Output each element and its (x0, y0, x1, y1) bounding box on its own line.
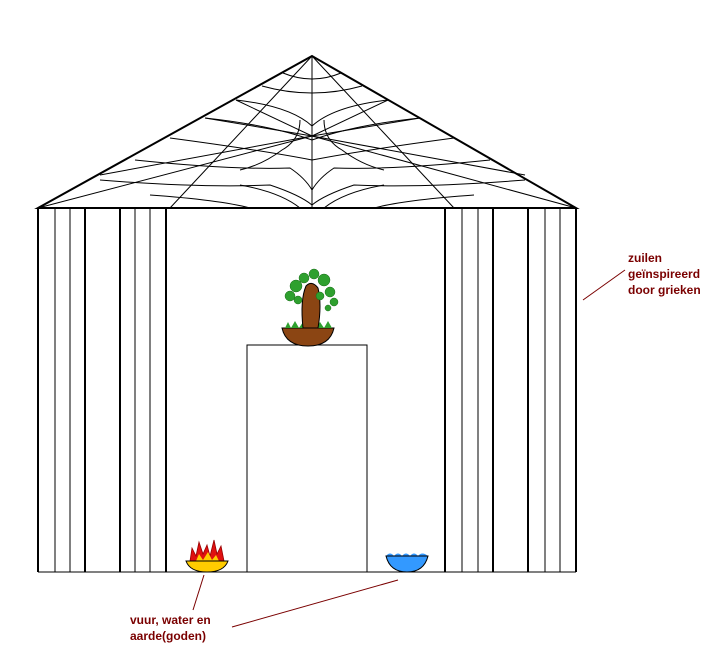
bonsai-pot (281, 327, 335, 347)
columns-pointer-line (582, 269, 626, 301)
water-bowl (385, 553, 429, 573)
fire-bowl (185, 539, 229, 573)
water-pointer-line (231, 579, 399, 628)
roof-pediment (34, 54, 580, 209)
columns-annotation-line3: door grieken (628, 283, 701, 297)
right-columns (444, 208, 577, 572)
fire-pointer-line (192, 574, 205, 611)
fire-glow (196, 552, 219, 561)
fire-bowl-dish (185, 560, 229, 573)
water-surface (386, 553, 428, 556)
columns-annotation: zuilen geïnspireerd door grieken (628, 250, 701, 298)
left-columns (37, 208, 167, 572)
elements-annotation-line2: aarde(goden) (130, 629, 207, 643)
bonsai-tree (281, 268, 339, 347)
water-bowl-dish (385, 555, 429, 573)
bonsai-grass (285, 321, 332, 328)
bonsai-leaves (284, 268, 339, 312)
columns-annotation-line1: zuilen (628, 251, 663, 265)
bonsai-trunk (301, 282, 321, 329)
elements-annotation: vuur, water en aarde(goden) (130, 612, 211, 644)
pedestal (246, 344, 368, 573)
elements-annotation-line1: vuur, water en (130, 613, 211, 627)
columns-annotation-line2: geïnspireerd (628, 267, 701, 281)
roof-web (37, 55, 577, 209)
